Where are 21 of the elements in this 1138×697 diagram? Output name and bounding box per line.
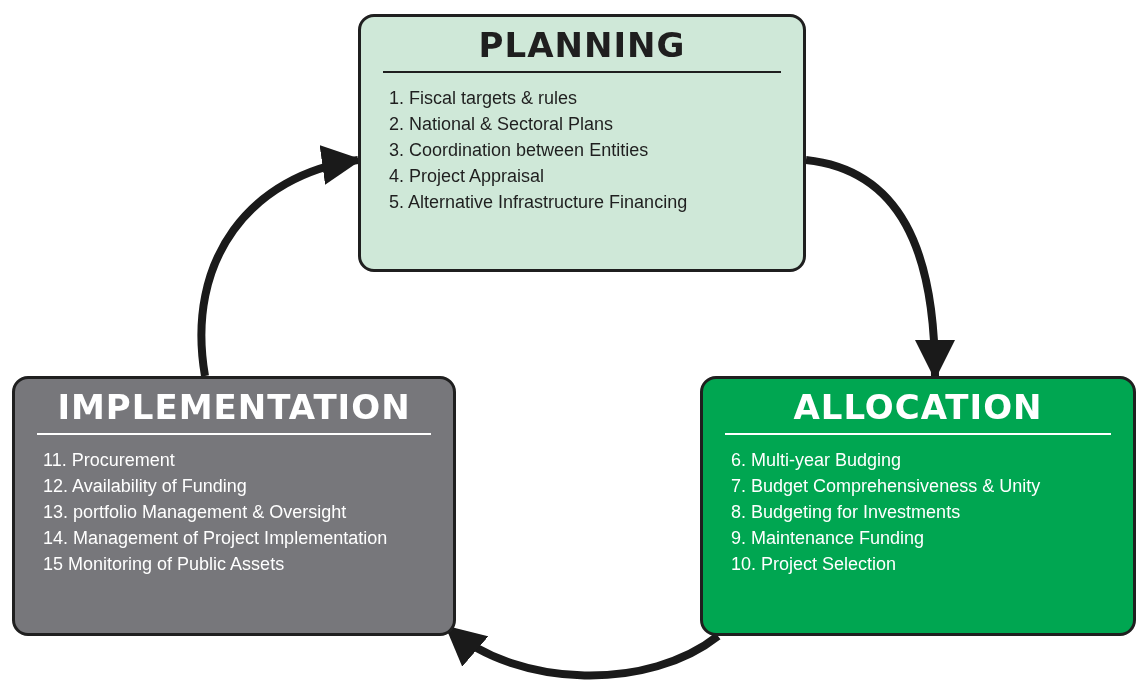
stage-box	[358, 14, 806, 272]
list-item: 4. Project Appraisal	[388, 165, 546, 188]
list-item: 5. Alternative Infrastructure Financing	[388, 191, 689, 214]
stage-heading: ALLOCATION	[792, 386, 1044, 429]
stage-box	[12, 376, 456, 636]
list-item: 9. Maintenance Funding	[730, 527, 926, 550]
stage-heading: IMPLEMENTATION	[56, 386, 412, 429]
list-item: 1. Fiscal targets & rules	[388, 87, 579, 110]
stage-heading: PLANNING	[477, 24, 687, 67]
list-item: 8. Budgeting for Investments	[730, 501, 962, 524]
list-item: 14. Management of Project Implementation	[42, 527, 389, 550]
list-item: 15 Monitoring of Public Assets	[42, 553, 286, 576]
list-item: 13. portfolio Management & Oversight	[42, 501, 348, 524]
list-item: 11. Procurement	[42, 449, 176, 472]
list-item: 12. Availability of Funding	[42, 475, 248, 498]
list-item: 7. Budget Comprehensiveness & Unity	[730, 475, 1042, 498]
list-item: 2. National & Sectoral Plans	[388, 113, 615, 136]
list-item: 10. Project Selection	[730, 553, 898, 576]
list-item: 6. Multi-year Budging	[730, 449, 903, 472]
list-item: 3. Coordination between Entities	[388, 139, 650, 162]
stage-box	[700, 376, 1136, 636]
